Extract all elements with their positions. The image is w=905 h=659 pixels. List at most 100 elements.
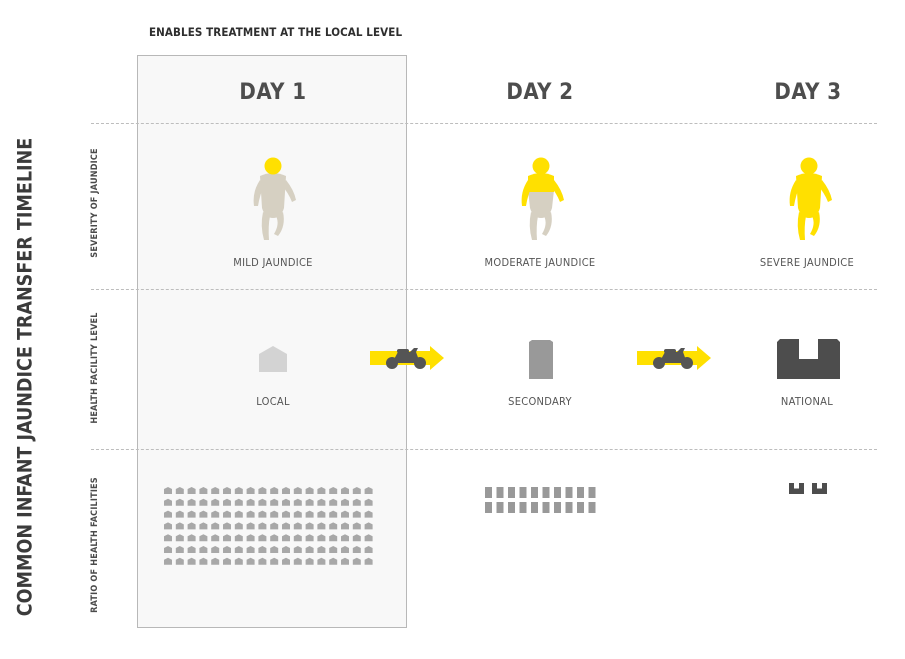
row-label-severity: SEVERITY OF JAUNDICE: [90, 148, 100, 258]
facility-unit: [223, 510, 231, 518]
facility-unit: [164, 546, 172, 553]
facility-unit: [246, 487, 255, 494]
facility-unit: [341, 522, 349, 530]
facility-unit: [305, 534, 314, 542]
facility-unit: [187, 534, 196, 542]
facility-unit: [352, 510, 361, 518]
facility-unit: [577, 487, 584, 498]
facility-unit: [223, 498, 231, 506]
facility-unit: [187, 487, 196, 494]
facility-unit: [341, 557, 349, 565]
day-2-heading: DAY 2: [506, 80, 574, 105]
facility-unit: [187, 510, 196, 518]
hospital-icon: [777, 339, 840, 379]
facility-unit: [364, 522, 373, 530]
facility-unit: [187, 522, 196, 530]
facility-unit: [305, 522, 314, 530]
facility-unit: [199, 546, 208, 553]
facility-unit: [341, 534, 349, 542]
facility-unit: [270, 487, 279, 494]
facility-unit: [329, 487, 338, 494]
facility-unit: [234, 498, 243, 506]
motorcycle-icon: [386, 348, 426, 369]
facility-unit: [789, 483, 804, 494]
facility-unit: [211, 522, 220, 530]
facility-unit: [282, 534, 290, 542]
facility-unit: [223, 534, 231, 542]
row-divider: [91, 123, 877, 124]
national-facilities-grid: [789, 483, 827, 494]
baby-icon-mild: [253, 157, 296, 240]
facility-unit: [270, 510, 279, 518]
facility-unit: [246, 557, 255, 565]
facility-unit: [258, 546, 267, 553]
facility-unit: [270, 498, 279, 506]
facility-unit: [164, 510, 172, 518]
facility-label-national: NATIONAL: [780, 395, 834, 408]
facility-unit: [223, 522, 231, 530]
motorcycle-icon: [653, 348, 693, 369]
facility-unit: [234, 534, 243, 542]
facility-unit: [508, 487, 515, 498]
facility-unit: [293, 487, 302, 494]
facility-unit: [258, 487, 267, 494]
facility-unit: [199, 534, 208, 542]
facility-unit: [211, 498, 220, 506]
facility-unit: [175, 546, 184, 553]
facility-unit: [293, 510, 302, 518]
facility-unit: [282, 557, 290, 565]
facility-unit: [542, 502, 550, 513]
facility-unit: [246, 522, 255, 530]
baby-icon-moderate: [521, 157, 564, 240]
facility-unit: [329, 557, 338, 565]
facility-unit: [175, 522, 184, 530]
house-icon: [259, 346, 287, 372]
facility-unit: [341, 498, 349, 506]
facility-unit: [565, 502, 573, 513]
facility-unit: [531, 502, 538, 513]
facility-unit: [211, 546, 220, 553]
facility-unit: [542, 487, 550, 498]
facility-unit: [282, 510, 290, 518]
facility-unit: [293, 546, 302, 553]
severity-label-moderate: MODERATE JAUNDICE: [484, 256, 596, 269]
facility-unit: [199, 557, 208, 565]
row-divider: [91, 289, 877, 290]
facility-unit: [317, 557, 326, 565]
facility-unit: [352, 487, 361, 494]
facility-unit: [164, 534, 172, 542]
facility-unit: [577, 502, 584, 513]
row-label-ratio: RATIO OF HEALTH FACILITIES: [90, 477, 100, 613]
transfer-arrow-1: [370, 346, 444, 370]
facility-unit: [270, 557, 279, 565]
banner-text: ENABLES TREATMENT AT THE LOCAL LEVEL: [149, 25, 403, 39]
facility-unit: [352, 534, 361, 542]
facility-unit: [364, 557, 373, 565]
facility-unit: [282, 498, 290, 506]
facility-unit: [282, 522, 290, 530]
facility-unit: [329, 498, 338, 506]
facility-unit: [305, 510, 314, 518]
facility-unit: [211, 487, 220, 494]
facility-unit: [187, 546, 196, 553]
day-1-heading: DAY 1: [239, 80, 307, 105]
facility-unit: [317, 487, 326, 494]
facility-unit: [496, 487, 504, 498]
facility-unit: [258, 534, 267, 542]
transfer-arrow-2: [637, 346, 711, 370]
baby-icon: [253, 157, 296, 240]
facility-unit: [341, 487, 349, 494]
facility-unit: [223, 546, 231, 553]
facility-unit: [258, 498, 267, 506]
facility-unit: [246, 498, 255, 506]
facility-unit: [258, 557, 267, 565]
facility-unit: [223, 487, 231, 494]
facility-unit: [565, 487, 573, 498]
facility-label-local: LOCAL: [256, 395, 290, 408]
facility-unit: [364, 487, 373, 494]
facility-unit: [588, 487, 596, 498]
facility-unit: [305, 546, 314, 553]
facility-unit: [508, 502, 515, 513]
facility-unit: [234, 487, 243, 494]
day-3-heading: DAY 3: [774, 80, 842, 105]
